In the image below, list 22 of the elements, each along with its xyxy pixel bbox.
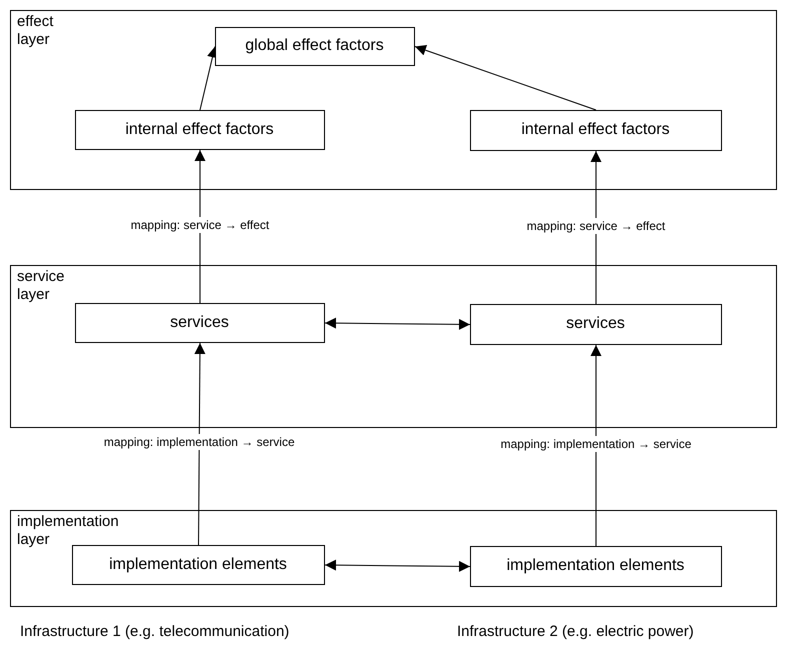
process-box: services [470, 304, 722, 344]
layer-band [10, 510, 777, 607]
process-box: implementation elements [72, 544, 324, 584]
arrow [414, 44, 596, 110]
arrow [194, 150, 206, 304]
arrow [194, 342, 206, 546]
arrow [590, 344, 602, 546]
infrastructure-caption: Infrastructure 2 (e.g. electric power) [457, 623, 694, 640]
arrow [590, 150, 602, 304]
process-box: services [74, 302, 324, 342]
arrow [200, 46, 218, 110]
layer-band [10, 265, 777, 428]
process-box: global effect factors [214, 26, 414, 66]
layer-band [10, 10, 777, 190]
arrow [324, 560, 470, 572]
process-box: internal effect factors [74, 110, 324, 150]
infrastructure-caption: Infrastructure 1 (e.g. telecommunication) [20, 623, 290, 640]
arrow [324, 318, 470, 330]
process-box: internal effect factors [470, 110, 722, 150]
layer-label: effect layer [17, 13, 54, 49]
process-box: implementation elements [470, 546, 722, 586]
layer-label: service layer [17, 268, 66, 304]
